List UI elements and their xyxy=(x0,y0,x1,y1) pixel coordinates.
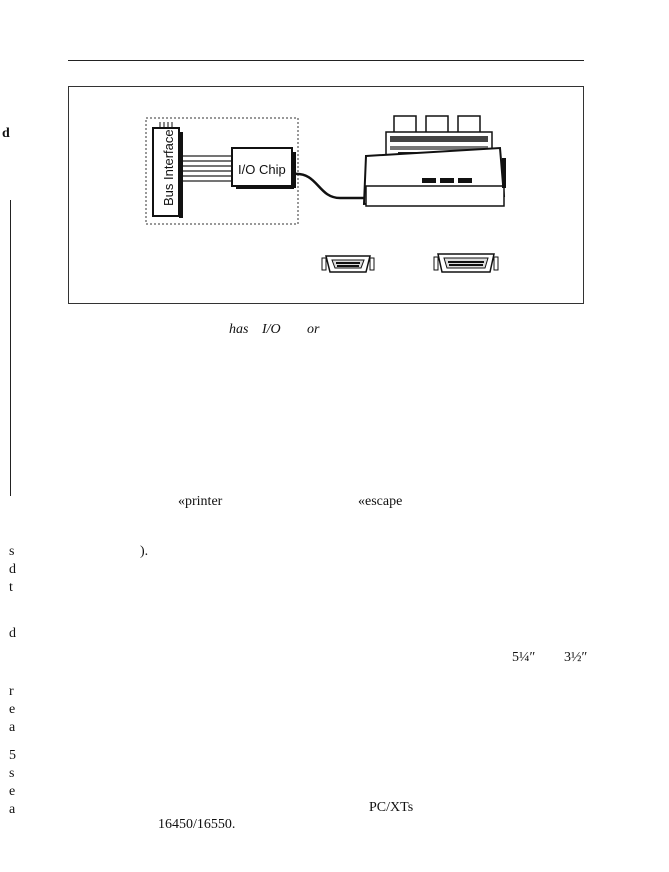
margin-mark: d xyxy=(2,126,10,141)
margin-mark: 5 xyxy=(9,748,16,763)
db25-connector-left xyxy=(321,255,375,273)
body-fragment: «escape xyxy=(358,494,403,509)
board-outline xyxy=(145,117,299,225)
margin-mark: e xyxy=(9,784,16,799)
body-fragment: 16450/16550. xyxy=(158,817,236,832)
caption-fragment: has xyxy=(229,322,249,337)
margin-mark: a xyxy=(9,802,16,817)
margin-mark: t xyxy=(9,580,13,595)
body-fragment: 3½″ xyxy=(564,650,588,665)
io-chip-label: I/O Chip xyxy=(238,162,286,177)
margin-mark: s xyxy=(9,766,15,781)
bus-interface-chip xyxy=(152,127,180,217)
margin-mark: a xyxy=(9,720,16,735)
body-fragment: PC/XTs xyxy=(369,800,414,815)
printer-cable xyxy=(293,172,368,200)
margin-mark: r xyxy=(9,684,14,699)
body-fragment: «printer xyxy=(178,494,223,509)
margin-mark: d xyxy=(9,562,16,577)
margin-mark: e xyxy=(9,702,16,717)
body-fragment: 5¼″ xyxy=(512,650,536,665)
margin-mark: s xyxy=(9,544,15,559)
body-fragment: ). xyxy=(140,544,149,559)
printer-icon xyxy=(362,115,506,207)
margin-mark: d xyxy=(9,626,16,641)
figure-illustration xyxy=(145,115,506,273)
bus-lines xyxy=(183,155,232,182)
bus-interface-label: Bus Interface xyxy=(161,129,176,206)
db25-connector-right xyxy=(433,253,499,273)
caption-fragment: I/O xyxy=(262,322,281,337)
gutter-line xyxy=(10,200,11,496)
caption-fragment: or xyxy=(307,322,320,337)
figure-frame xyxy=(68,86,584,304)
header-rule xyxy=(68,60,584,61)
